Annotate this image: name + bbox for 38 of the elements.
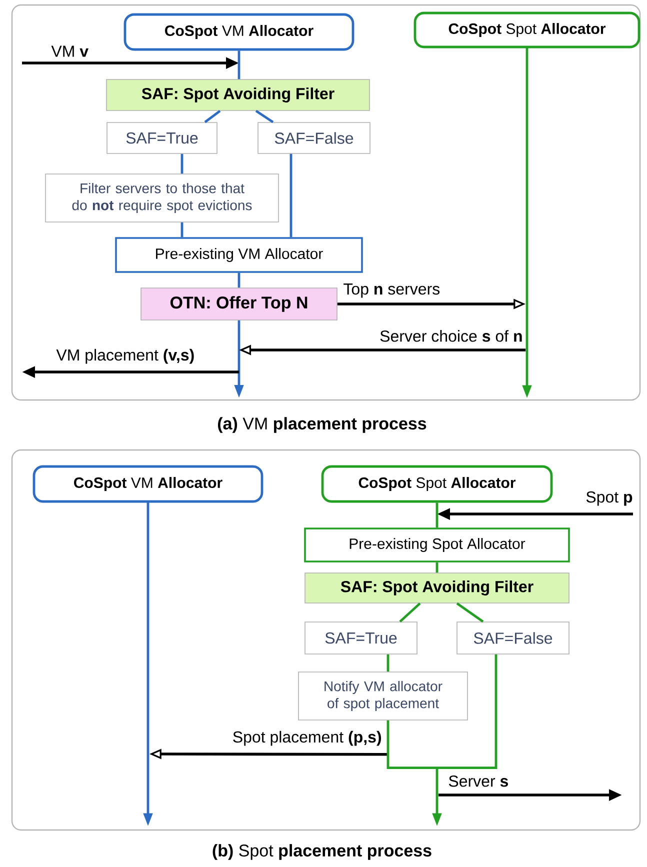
allocator-box: CoSpot Spot Allocator	[414, 12, 640, 48]
connector-line	[437, 654, 498, 769]
edge-label: Spot p	[584, 490, 634, 507]
panel-frame	[11, 4, 641, 401]
edge-label: VM placement (v,s)	[55, 348, 196, 365]
connector-line	[436, 502, 438, 528]
connector-line	[436, 562, 438, 573]
connector-line	[238, 272, 240, 288]
condition-box: SAF=False	[456, 622, 570, 654]
connector-line	[238, 50, 240, 80]
allocator-box: Pre-existing VM Allocator	[115, 237, 363, 273]
connector-line	[180, 154, 184, 174]
connector-line	[386, 720, 437, 769]
filter-box: SAF: Spot Avoiding Filter	[106, 79, 370, 111]
step-box: Notify VM allocator of spot placement	[298, 672, 468, 720]
edge-label: Server choice s of n	[378, 329, 524, 343]
allocator-box: CoSpot VM Allocator	[124, 13, 354, 51]
caption: (b) Spot placement process	[212, 844, 432, 860]
filter-box: SAF: Spot Avoiding Filter	[304, 572, 570, 604]
connector-line	[386, 654, 390, 672]
panel-frame	[11, 449, 641, 831]
allocator-box: CoSpot Spot Allocator	[321, 465, 553, 503]
edge-label: Server s	[447, 774, 510, 788]
caption: (a) VM placement process	[218, 417, 426, 433]
condition-box: SAF=True	[304, 622, 418, 654]
edge-label: Spot placement (p,s)	[231, 730, 383, 747]
edge-label: Top n servers	[342, 282, 442, 299]
connector-line	[180, 222, 184, 238]
connector-line	[255, 110, 274, 124]
allocator-box: CoSpot VM Allocator	[32, 465, 264, 503]
connector-line	[290, 154, 292, 238]
connector-line	[204, 110, 221, 124]
offer-box: OTN: Offer Top N	[140, 288, 338, 320]
step-box: Filter servers to those that do not require spot evictions	[45, 174, 279, 222]
condition-box: SAF=False	[258, 122, 370, 154]
edge-label: VM v	[50, 44, 90, 58]
allocator-box: Pre-existing Spot Allocator	[304, 528, 570, 562]
condition-box: SAF=True	[106, 122, 218, 154]
